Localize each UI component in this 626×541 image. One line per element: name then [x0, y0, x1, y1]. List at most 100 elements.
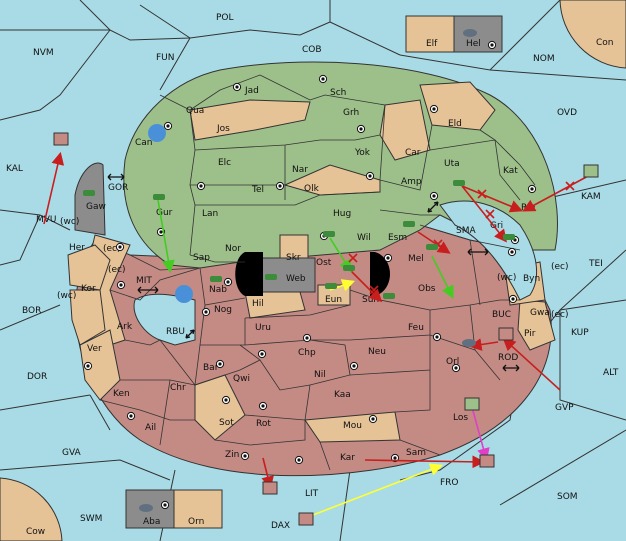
army-nog[interactable]: [210, 276, 222, 282]
canal-west: [235, 252, 263, 296]
label-orl: Orl: [446, 357, 459, 367]
army-web[interactable]: [265, 274, 277, 280]
territory-gaw[interactable]: [74, 162, 106, 236]
label-nar: Nar: [292, 165, 308, 175]
fleet-los[interactable]: [464, 397, 480, 411]
label-gwa: Gwa: [530, 308, 550, 318]
coast-label: (wc): [497, 273, 516, 283]
coast-label: (ec): [103, 244, 121, 254]
army-eun[interactable]: [325, 283, 337, 289]
label-rot: Rot: [256, 419, 271, 429]
label-nog: Nog: [214, 305, 232, 315]
fleet-fro[interactable]: [479, 454, 495, 468]
coast-label: (ec): [551, 262, 569, 272]
province-borders: [99, 74, 536, 471]
label-sot: Sot: [219, 418, 234, 428]
territory-con[interactable]: [559, 0, 626, 69]
coast-label: (ec): [108, 265, 126, 275]
label-rod: ROD: [498, 353, 518, 363]
label-eun: Eun: [325, 295, 342, 305]
failed-order-marks: [348, 181, 575, 295]
label-sch: Sch: [330, 88, 346, 98]
label-ken: Ken: [113, 389, 130, 399]
label-ark: Ark: [117, 322, 133, 332]
label-ver: Ver: [87, 344, 102, 354]
fleet-lit[interactable]: [262, 481, 278, 495]
order-arrow: [364, 455, 486, 469]
label-nil: Nil: [314, 370, 326, 380]
order-arrow: [43, 151, 65, 225]
label-jad: Jad: [244, 86, 259, 96]
fleet-dax[interactable]: [298, 512, 314, 526]
label-ail: Ail: [145, 423, 156, 433]
coast-label: (wc): [57, 291, 76, 301]
label-her: Her: [69, 243, 85, 253]
label-web: Web: [286, 274, 306, 284]
label-neu: Neu: [368, 347, 386, 357]
label-dor: DOR: [27, 372, 47, 382]
fleet-can[interactable]: [148, 124, 166, 142]
label-lit: LIT: [305, 489, 319, 499]
label-gaw: Gaw: [86, 202, 106, 212]
label-mit: MIT: [136, 276, 152, 286]
label-yok: Yok: [354, 148, 371, 158]
label-cow: Cow: [26, 527, 45, 537]
army-wil[interactable]: [323, 231, 335, 237]
label-kat: Kat: [503, 166, 518, 176]
label-lan: Lan: [202, 209, 218, 219]
label-sam: Sam: [406, 448, 426, 458]
label-rbu: RBU: [166, 327, 185, 337]
label-grh: Grh: [343, 108, 359, 118]
fleet-hel[interactable]: [463, 29, 477, 37]
label-zin: Zin: [225, 450, 239, 460]
label-gri: Gri: [490, 221, 503, 231]
territory-elf[interactable]: [405, 15, 455, 53]
label-tel: Tel: [251, 185, 264, 195]
fleet-orl[interactable]: [462, 339, 476, 347]
connection-arrows: [107, 173, 520, 372]
army-mel[interactable]: [426, 244, 438, 250]
label-kaa: Kaa: [334, 390, 351, 400]
army-esm[interactable]: [403, 221, 415, 227]
order-arrow: [329, 237, 352, 273]
order-arrow: [261, 457, 274, 490]
label-alt: ALT: [603, 368, 619, 378]
label-orn: Orn: [188, 517, 204, 527]
label-nom: NOM: [533, 54, 555, 64]
fleet-aba[interactable]: [139, 504, 153, 512]
label-mel: Mel: [408, 254, 424, 264]
army-gri[interactable]: [503, 234, 515, 240]
label-gor: GOR: [108, 183, 128, 193]
order-arrow: [157, 199, 175, 274]
army-gaw[interactable]: [83, 190, 95, 196]
label-jos: Jos: [216, 124, 230, 134]
label-qwi: Qwi: [233, 374, 250, 384]
label-qua: Qua: [186, 106, 204, 116]
label-fun: FUN: [156, 53, 175, 63]
label-chp: Chp: [298, 348, 316, 358]
fleet-kam[interactable]: [583, 164, 599, 178]
label-kam: KAM: [581, 192, 601, 202]
army-uta[interactable]: [453, 180, 465, 186]
order-arrow: [461, 185, 507, 243]
units[interactable]: [53, 29, 599, 526]
label-esm: Esm: [388, 233, 407, 243]
fleet-rbu[interactable]: [175, 285, 193, 303]
army-sun[interactable]: [383, 293, 395, 299]
label-olk: Olk: [304, 184, 320, 194]
label-swm: SWM: [80, 514, 102, 524]
label-kal: KAL: [6, 164, 23, 174]
label-amp: Amp: [401, 177, 422, 187]
label-bar: Bar: [203, 363, 219, 373]
label-dax: DAX: [271, 521, 290, 531]
army-gur[interactable]: [153, 194, 165, 200]
army-ost[interactable]: [343, 265, 355, 271]
label-los: Los: [453, 413, 468, 423]
label-sma: SMA: [456, 226, 476, 236]
territory-orn[interactable]: [173, 489, 223, 529]
label-feu: Feu: [408, 323, 424, 333]
fleet-gvg[interactable]: [53, 132, 69, 146]
fleet-rod[interactable]: [498, 327, 514, 341]
territory-cow[interactable]: [0, 477, 63, 541]
